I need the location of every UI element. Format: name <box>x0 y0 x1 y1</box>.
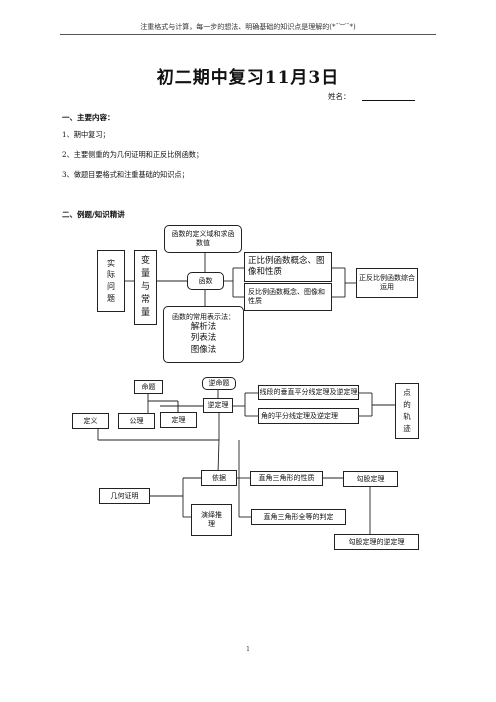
node-zhijiao-xingzhi: 直角三角形的性质 <box>250 471 323 486</box>
section1-heading: 一、主要内容： <box>62 113 115 122</box>
node-gougu-dingli: 勾股定理 <box>343 471 398 487</box>
node-biaoshifa: 函数的常用表示法： 解析法 列表法 图像法 <box>163 306 244 363</box>
node-dingli: 定理 <box>160 412 197 428</box>
node-bianliang-char-1: 变 <box>140 255 150 266</box>
node-quandeng-panding: 直角三角形全等的判定 <box>251 509 346 525</box>
node-shiji-char-2: 际 <box>107 270 115 280</box>
node-shiji-char-3: 问 <box>107 282 115 291</box>
section1-item-2: 2、主要侧重的为几何证明和正反比例函数； <box>62 150 204 159</box>
node-bianliang-char-2: 量 <box>140 268 150 279</box>
node-shiji-char-4: 题 <box>107 293 115 303</box>
node-jiao-pingfenxian: 角的平分线定理及逆定理 <box>258 408 359 424</box>
section1-item-3: 3、做题目要格式和注重基础的知识点； <box>62 170 189 179</box>
page-header: 注重格式与计算，每一步的想法、明确基础的知识点是理解的(*ˉ︶ˉ*) <box>140 23 356 31</box>
guiji-char-1: 点 <box>403 388 411 397</box>
guiji-char-2: 的 <box>403 400 411 409</box>
node-fanbili: 反比例函数概念、图像和性质 <box>244 283 332 311</box>
biaoshifa-jiexi: 解析法 <box>190 322 217 333</box>
section1-item-1: 1、期中复习； <box>62 130 110 139</box>
name-label: 姓名： <box>328 92 351 101</box>
node-bianliang-changliang: 变 量 与 常 量 <box>134 250 157 325</box>
guiji-char-3: 轨 <box>403 412 411 421</box>
node-ni-dingli: 逆定理 <box>203 398 233 413</box>
section2-heading: 二、例题/知识精讲 <box>62 210 125 219</box>
node-ni-mingti: 逆命题 <box>202 377 236 390</box>
node-gongli: 公理 <box>118 413 155 429</box>
node-dian-guiji: 点 的 轨 迹 <box>395 383 419 439</box>
node-yiju: 依据 <box>201 470 237 486</box>
node-bianliang-char-5: 量 <box>140 308 150 319</box>
node-dingyi: 定义 <box>72 413 109 429</box>
node-hanshu-dingyi: 函数的定义域和求函数值 <box>164 225 242 253</box>
node-mingti: 命题 <box>134 380 163 394</box>
node-jihe-zhengming: 几何证明 <box>99 488 150 504</box>
node-zhengbili: 正比例函数概念、图像和性质 <box>244 252 332 282</box>
name-blank <box>362 100 415 101</box>
node-chuizhi-pingfenxian: 线段的垂直平分线定理及逆定理 <box>258 385 359 400</box>
biaoshifa-heading: 函数的常用表示法： <box>172 312 235 321</box>
node-zonghe-yunyong: 正反比例函数综合运用 <box>356 268 418 298</box>
node-shiji-wenti: 实 际 问 题 <box>97 250 125 312</box>
node-yanyi-tuili: 演绎推理 <box>191 504 232 536</box>
guiji-char-4: 迹 <box>403 424 411 433</box>
biaoshifa-tuxiang: 图像法 <box>190 344 217 355</box>
biaoshifa-liebiao: 列表法 <box>190 333 217 344</box>
page-number: 1 <box>246 646 250 653</box>
header-divider <box>60 34 436 35</box>
node-bianliang-char-4: 常 <box>140 295 150 306</box>
node-gougu-ni-dingli: 勾股定理的逆定理 <box>334 534 419 550</box>
node-bianliang-char-3: 与 <box>140 281 150 292</box>
page-title: 初二期中复习11月3日 <box>156 68 340 88</box>
node-hanshu: 函数 <box>187 272 224 290</box>
node-shiji-char-1: 实 <box>107 258 115 268</box>
